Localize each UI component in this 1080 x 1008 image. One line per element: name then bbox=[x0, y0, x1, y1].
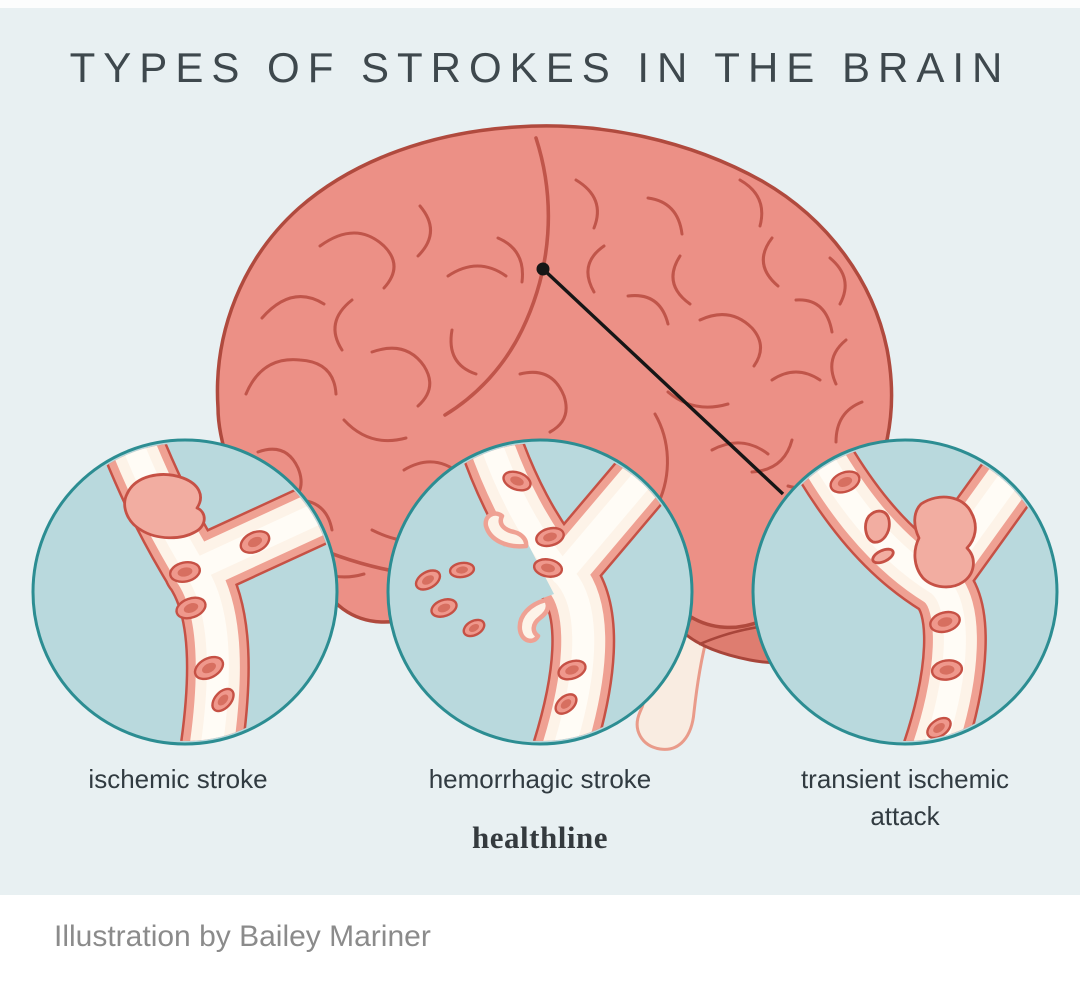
clot-fragment bbox=[864, 509, 891, 544]
pointer-line bbox=[541, 267, 785, 496]
blood-clot bbox=[123, 473, 206, 540]
vessel-rupture-gap bbox=[500, 536, 554, 604]
inset-ischemic-stroke bbox=[31, 438, 339, 746]
red-blood-cells bbox=[168, 530, 271, 713]
vessel-scene-ischemic bbox=[91, 443, 334, 741]
brain-stroke-illustration bbox=[31, 124, 1059, 751]
red-blood-cells bbox=[829, 470, 964, 740]
ruptured-wall-flap-top bbox=[483, 511, 529, 549]
label-ischemic-stroke: ischemic stroke bbox=[88, 764, 268, 794]
label-hemorrhagic-stroke: hemorrhagic stroke bbox=[428, 764, 652, 794]
red-blood-cells bbox=[502, 470, 587, 715]
partial-blood-clot bbox=[913, 495, 977, 589]
healthline-logo: healthline bbox=[472, 820, 608, 855]
infographic-title: TYPES OF STROKES IN THE BRAIN bbox=[69, 44, 1011, 91]
top-margin-strip bbox=[0, 0, 1080, 8]
label-transient-ischemic-attack: transient ischemic attack bbox=[800, 764, 1010, 831]
inset-border bbox=[386, 438, 694, 746]
inset-border bbox=[31, 438, 339, 746]
credit-text: Illustration by Bailey Mariner bbox=[54, 920, 431, 953]
inset-transient-ischemic-attack bbox=[751, 438, 1059, 746]
credit-bar: Illustration by Bailey Mariner bbox=[0, 895, 1080, 1008]
ruptured-wall-flap-bottom bbox=[517, 597, 551, 644]
infographic-canvas: TYPES OF STROKES IN THE BRAIN ischemic s… bbox=[0, 0, 1080, 895]
escaping-blood-cells bbox=[414, 561, 486, 638]
clot-fragment bbox=[871, 547, 895, 565]
inset-border bbox=[751, 438, 1059, 746]
pointer-dot bbox=[536, 262, 550, 276]
pointer-callout bbox=[536, 262, 785, 496]
